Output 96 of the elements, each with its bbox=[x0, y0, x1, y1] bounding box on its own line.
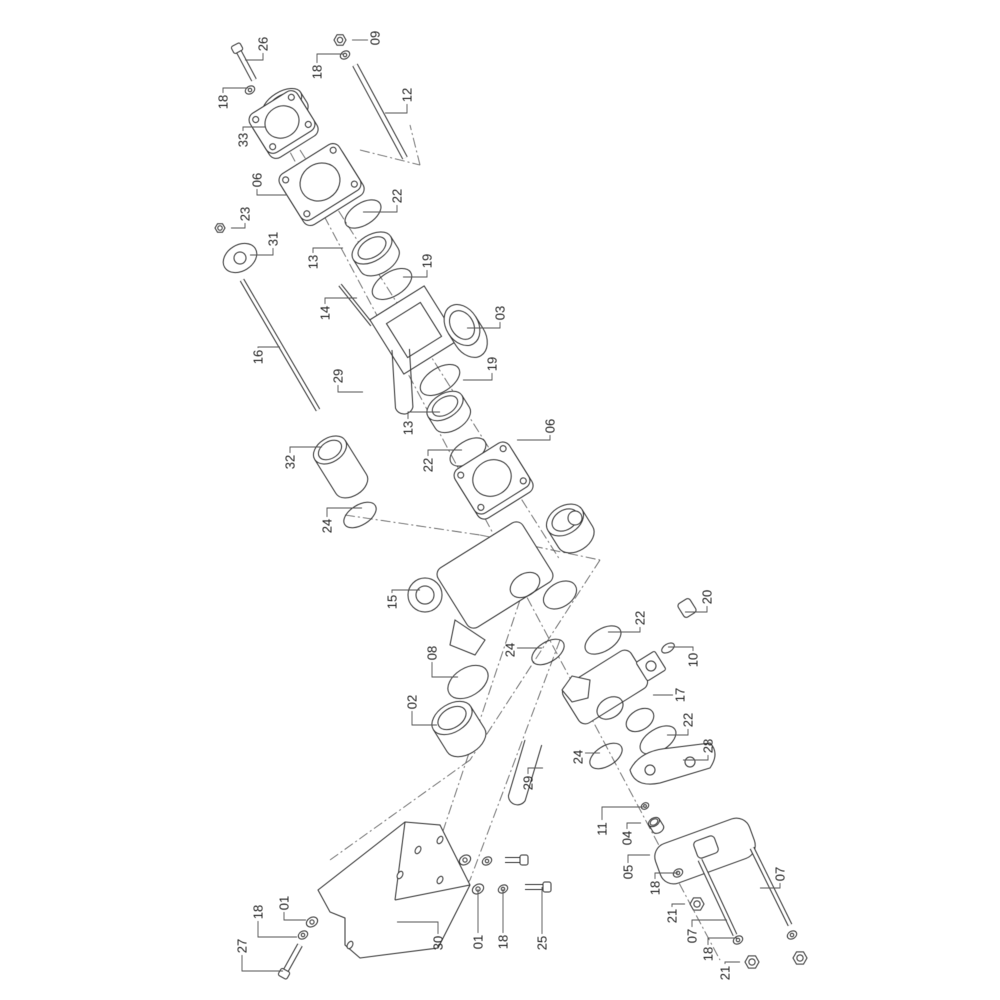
leader-line bbox=[652, 694, 674, 696]
leader-line bbox=[316, 54, 344, 64]
callout-number: 15 bbox=[386, 594, 398, 610]
leader-line bbox=[462, 372, 492, 380]
leader-line bbox=[362, 204, 398, 212]
callout-number: 06 bbox=[250, 172, 264, 188]
callout-number: 21 bbox=[718, 966, 732, 980]
callout-number: 22 bbox=[682, 712, 694, 728]
callout-number: 18 bbox=[216, 94, 230, 110]
callout-number: 24 bbox=[572, 750, 584, 764]
leader-line bbox=[242, 126, 266, 132]
callout-number: 19 bbox=[420, 254, 434, 268]
callout-number: 16 bbox=[252, 350, 264, 364]
callout-number: 05 bbox=[622, 864, 634, 880]
callout-number: 07 bbox=[774, 866, 786, 882]
callout-number: 22 bbox=[422, 458, 434, 472]
leader-line bbox=[412, 710, 438, 726]
leader-line bbox=[428, 450, 462, 456]
leader-line bbox=[258, 920, 298, 938]
callout-number: 17 bbox=[674, 688, 686, 702]
leader-line bbox=[230, 222, 246, 228]
leader-line bbox=[668, 646, 694, 652]
leader-line bbox=[242, 954, 284, 972]
leader-line bbox=[516, 434, 550, 440]
callout-number: 32 bbox=[284, 454, 296, 470]
callout-number: 10 bbox=[686, 652, 700, 668]
callout-number: 26 bbox=[256, 36, 270, 52]
leader-line bbox=[384, 104, 408, 114]
callout-number: 03 bbox=[494, 306, 506, 320]
leader-line bbox=[250, 248, 274, 256]
callout-number: 23 bbox=[238, 206, 252, 222]
callout-number: 24 bbox=[504, 642, 516, 658]
callout-number: 28 bbox=[702, 738, 714, 754]
leader-line bbox=[708, 938, 738, 946]
callout-number: 27 bbox=[236, 938, 248, 954]
leader-line bbox=[684, 606, 708, 612]
leader-line bbox=[528, 768, 544, 774]
leader-line bbox=[584, 752, 600, 754]
leader-line bbox=[466, 322, 500, 328]
callout-number: 22 bbox=[390, 188, 404, 204]
leader-line bbox=[402, 270, 428, 278]
leader-line bbox=[608, 626, 640, 632]
callout-number: 18 bbox=[252, 904, 264, 920]
leader-line bbox=[244, 52, 264, 60]
leader-line bbox=[666, 728, 688, 736]
leader-line bbox=[338, 384, 364, 392]
leader-line bbox=[326, 508, 362, 518]
leader-line bbox=[502, 888, 504, 934]
callout-number: 12 bbox=[400, 88, 414, 102]
callout-number: 18 bbox=[496, 934, 510, 950]
leader-line bbox=[654, 872, 678, 880]
leader-line bbox=[602, 806, 644, 820]
leader-line bbox=[692, 920, 728, 928]
callout-number: 09 bbox=[368, 30, 382, 46]
leader-line bbox=[432, 662, 458, 678]
leader-line bbox=[672, 904, 686, 908]
callout-number: 24 bbox=[320, 518, 334, 534]
leader-line bbox=[258, 346, 280, 348]
leader-line bbox=[724, 962, 740, 964]
callout-number: 04 bbox=[620, 830, 634, 846]
callout-number: 20 bbox=[700, 590, 714, 604]
callout-number: 31 bbox=[266, 232, 280, 246]
callout-number: 29 bbox=[332, 368, 344, 384]
callout-number: 25 bbox=[536, 936, 548, 950]
callout-number: 21 bbox=[666, 908, 678, 924]
leader-line bbox=[626, 822, 642, 830]
leader-line bbox=[312, 248, 344, 254]
callout-number: 13 bbox=[402, 420, 414, 436]
callout-number: 11 bbox=[596, 822, 608, 836]
callout-number: 33 bbox=[236, 132, 250, 148]
callout-number: 22 bbox=[634, 610, 646, 626]
leader-line bbox=[256, 188, 288, 196]
callout-number: 01 bbox=[278, 896, 290, 910]
callout-number: 18 bbox=[310, 64, 324, 80]
callout-number: 30 bbox=[432, 936, 444, 950]
leader-line bbox=[760, 882, 780, 888]
callout-number: 06 bbox=[544, 418, 556, 434]
callout-number: 29 bbox=[522, 776, 534, 790]
leader-line bbox=[284, 912, 306, 920]
callout-number: 19 bbox=[486, 356, 498, 372]
leader-line bbox=[324, 298, 358, 304]
leader-line bbox=[682, 754, 708, 760]
callout-number: 02 bbox=[406, 694, 418, 710]
callout-number: 18 bbox=[702, 946, 714, 962]
leader-line bbox=[628, 854, 650, 864]
callout-number: 08 bbox=[426, 646, 438, 660]
leader-line bbox=[408, 412, 440, 420]
callout-number: 18 bbox=[648, 880, 662, 896]
leader-line bbox=[392, 590, 420, 594]
leader-line bbox=[222, 88, 248, 94]
callout-number: 14 bbox=[318, 306, 332, 320]
callout-number: 07 bbox=[686, 928, 698, 944]
leader-line bbox=[290, 446, 322, 454]
callout-number: 01 bbox=[472, 934, 484, 950]
leader-line bbox=[396, 922, 438, 934]
callout-number: 13 bbox=[306, 254, 320, 270]
